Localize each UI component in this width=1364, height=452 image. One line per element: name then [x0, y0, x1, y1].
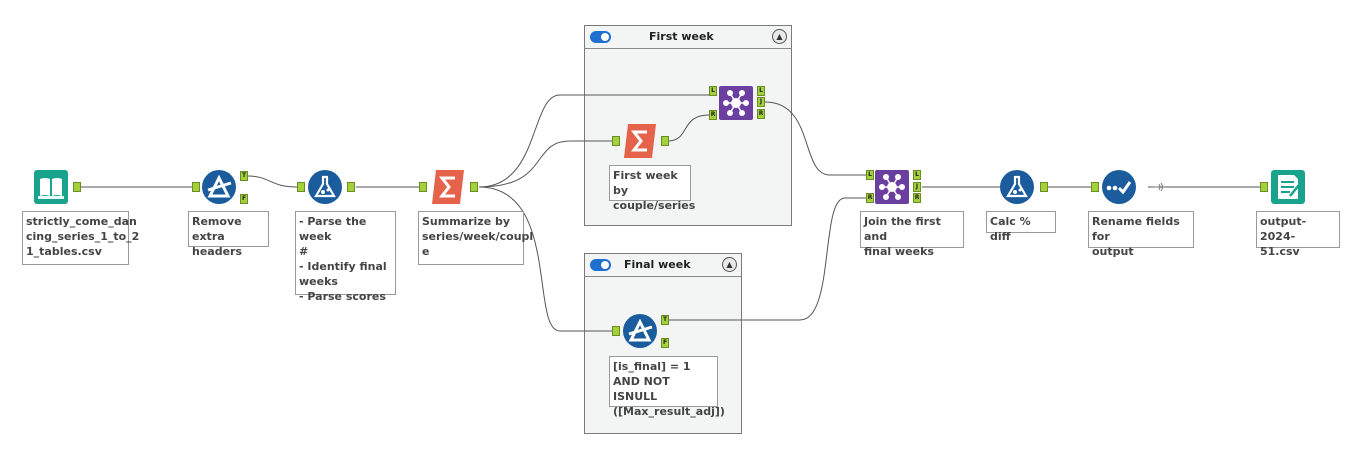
join-tool-main[interactable]: [874, 169, 910, 205]
output-anchor[interactable]: [73, 182, 81, 192]
summarize-sigma-icon: [432, 170, 464, 204]
wire-filter-true-to-parse: [247, 175, 298, 188]
wire-first-sum-to-first-join-right: [667, 114, 710, 142]
tool-annotation: strictly_come_dan cing_series_1_to_2 1_t…: [22, 211, 139, 265]
tool-annotation: - Parse the week # - Identify final week…: [295, 211, 396, 303]
wire-final-filter-to-main-join: [668, 197, 866, 321]
output-anchor[interactable]: [1040, 182, 1048, 192]
wire-first-join-to-main-join: [764, 101, 866, 176]
input-data-tool[interactable]: [33, 169, 69, 205]
join-output-anchor[interactable]: J: [913, 182, 921, 192]
collapse-icon[interactable]: ▲: [722, 257, 737, 272]
container-header[interactable]: Final week ▲: [585, 254, 741, 277]
true-anchor[interactable]: T: [661, 315, 669, 325]
select-tool-rename[interactable]: [1101, 169, 1137, 205]
left-anchor[interactable]: L: [709, 86, 717, 96]
formula-tool-calc[interactable]: [999, 169, 1035, 205]
filter-tool-final-week[interactable]: [622, 313, 658, 349]
false-anchor[interactable]: F: [661, 338, 669, 348]
summarize-tool-first-week[interactable]: [622, 123, 658, 159]
right-output-anchor[interactable]: R: [913, 193, 921, 203]
input-anchor[interactable]: [1260, 182, 1268, 192]
left-output-anchor[interactable]: L: [913, 170, 921, 180]
false-anchor[interactable]: F: [240, 194, 248, 204]
container-toggle[interactable]: [590, 259, 611, 271]
container-title: Final week: [624, 258, 691, 271]
container-title: First week: [649, 30, 714, 43]
collapse-icon[interactable]: ▲: [772, 29, 787, 44]
true-anchor[interactable]: T: [240, 171, 248, 181]
input-anchor[interactable]: [419, 182, 427, 192]
tool-annotation: Remove extra headers: [188, 211, 269, 258]
formula-flask-icon: [308, 170, 342, 204]
container-toggle[interactable]: [590, 31, 611, 43]
select-check-icon: [1102, 170, 1136, 204]
tool-annotation: Summarize by series/week/coupl e: [418, 211, 533, 265]
tool-annotation: Rename fields for output: [1088, 211, 1194, 258]
tool-annotation: Calc % diff: [986, 211, 1056, 243]
wire-summarize-to-first-join-left: [478, 94, 709, 188]
right-anchor[interactable]: R: [709, 110, 717, 120]
container-header[interactable]: First week ▲: [585, 26, 791, 49]
wire-summarize-to-final-filter: [478, 186, 612, 332]
join-icon: [875, 170, 909, 204]
tool-annotation: output-2024- 51.csv: [1256, 211, 1340, 258]
input-anchor[interactable]: [297, 182, 305, 192]
formula-flask-icon: [1000, 170, 1034, 204]
filter-icon: [623, 314, 657, 348]
output-data-tool[interactable]: [1270, 169, 1306, 205]
right-anchor[interactable]: R: [866, 193, 874, 203]
tool-annotation: First week by couple/series: [609, 165, 695, 212]
tool-annotation: [is_final] = 1 AND NOT ISNULL ([Max_resu…: [609, 356, 725, 418]
wire-summarize-to-first-summarize: [478, 140, 612, 188]
output-file-icon: [1271, 170, 1305, 204]
output-anchor[interactable]: [470, 182, 478, 192]
book-input-icon: [34, 170, 68, 204]
filter-tool-remove-headers[interactable]: [201, 169, 237, 205]
input-anchor[interactable]: [192, 182, 200, 192]
left-anchor[interactable]: L: [866, 170, 874, 180]
summarize-sigma-icon: [624, 124, 656, 158]
output-anchor[interactable]: [347, 182, 355, 192]
left-output-anchor[interactable]: L: [757, 86, 765, 96]
join-icon: [719, 86, 753, 120]
input-anchor[interactable]: [1091, 182, 1099, 192]
browse-output-icon: [1154, 182, 1163, 192]
input-anchor[interactable]: [612, 326, 620, 336]
join-output-anchor[interactable]: J: [757, 97, 765, 107]
filter-icon: [202, 170, 236, 204]
output-anchor[interactable]: [661, 136, 669, 146]
formula-tool-parse[interactable]: [307, 169, 343, 205]
input-anchor[interactable]: [612, 136, 620, 146]
summarize-tool-main[interactable]: [430, 169, 466, 205]
join-tool-first-week[interactable]: [718, 85, 754, 121]
right-output-anchor[interactable]: R: [757, 109, 765, 119]
tool-annotation: Join the first and final weeks: [860, 211, 964, 258]
